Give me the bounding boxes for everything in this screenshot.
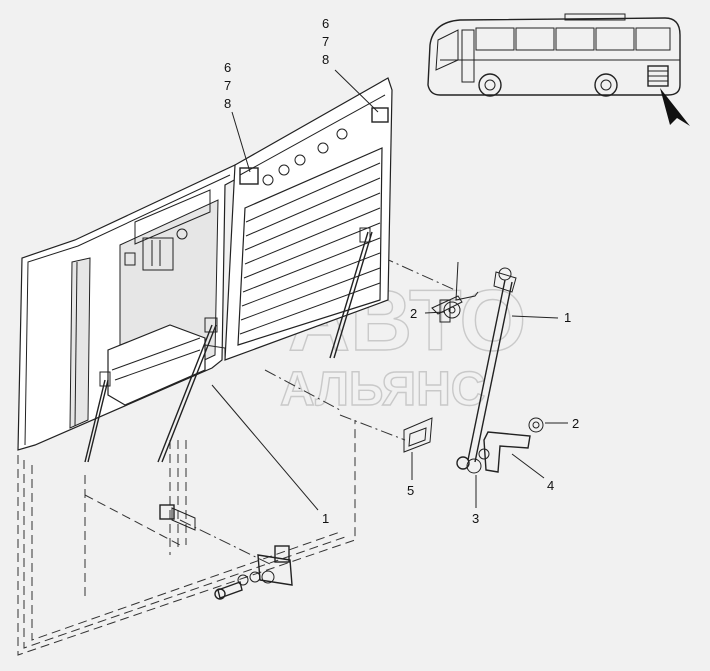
leader-lines <box>211 69 568 511</box>
callout-6-top-right: 6 <box>322 16 329 31</box>
callout-nut-left: 2 <box>410 306 417 321</box>
callouts: 6 7 8 6 7 8 2 1 2 4 5 3 1 <box>224 16 579 526</box>
callout-8-top-right: 8 <box>322 52 329 67</box>
lower-mounting-hardware <box>159 504 293 600</box>
callout-bracket: 4 <box>547 478 554 493</box>
location-arrow-icon <box>660 88 690 126</box>
watermark: АВТО АЛЬЯНС <box>279 272 527 416</box>
callout-gas-spring-left: 1 <box>322 511 329 526</box>
left-door-panel <box>17 164 239 451</box>
callout-clip: 5 <box>407 483 414 498</box>
door-gas-springs <box>84 227 373 463</box>
callout-nut-right: 2 <box>572 416 579 431</box>
bracket <box>483 431 531 473</box>
callout-7-top-left: 7 <box>224 78 231 93</box>
callout-6-top-left: 6 <box>224 60 231 75</box>
callout-8-top-left: 8 <box>224 96 231 111</box>
gas-spring-exploded <box>456 267 517 474</box>
callout-washer: 3 <box>472 511 479 526</box>
watermark-line-2: АЛЬЯНС <box>280 363 485 416</box>
callout-7-top-right: 7 <box>322 34 329 49</box>
callout-gas-spring-right: 1 <box>564 310 571 325</box>
nut-right <box>528 417 544 433</box>
bus-inset-illustration <box>427 13 690 126</box>
nut-left <box>443 301 461 319</box>
